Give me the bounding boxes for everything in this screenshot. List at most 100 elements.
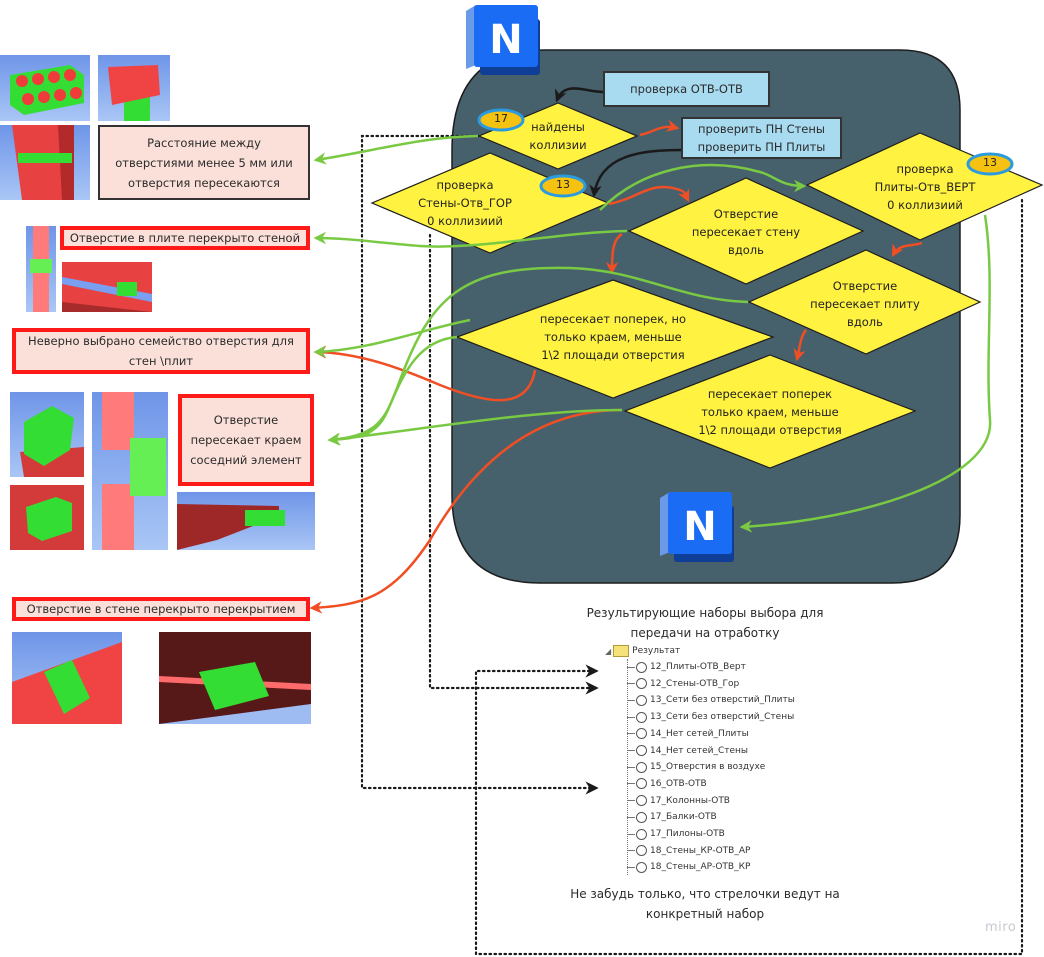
tree-connector (627, 699, 635, 701)
tree-connector (627, 783, 635, 785)
selection-set-icon (636, 728, 647, 740)
model-thumbnail-icon (177, 504, 285, 550)
model-thumbnail-icon (26, 497, 72, 541)
model-thumbnail-icon (159, 662, 311, 724)
thumbnail-beam-edge (177, 492, 315, 550)
tree-connector (627, 766, 635, 768)
model-thumbnail-icon (12, 642, 122, 724)
tree-connector (627, 850, 635, 852)
selection-set-item[interactable]: 14_Нет сетей_Плиты (627, 726, 749, 742)
note-wrong-family[interactable]: Неверно выбрано семейство отверстия для … (12, 328, 310, 374)
expand-triangle-icon[interactable]: ◢ (605, 646, 612, 656)
thumbnail-wall-slab-1 (12, 632, 122, 724)
selection-set-icon (636, 761, 647, 773)
selection-set-label: 12_Стены-ОТВ_Гор (650, 678, 740, 689)
model-thumbnail-icon (30, 226, 52, 312)
selection-set-icon (636, 845, 647, 857)
model-thumbnail-icon (102, 392, 166, 550)
selection-set-item[interactable]: 18_Стены_АР-ОТВ_КР (627, 859, 750, 875)
thumbnail-wall-slab-2 (159, 632, 311, 724)
selection-set-label: 17_Пилоны-ОТВ (650, 829, 725, 839)
selection-set-icon (636, 745, 647, 756)
arrow-found-to-distance (313, 134, 479, 165)
arrow-along-wall-to-across (605, 232, 623, 275)
arrow-across-edge-to-edge-green (327, 408, 623, 446)
arrow-slabs-to-along-slab (891, 241, 923, 258)
arrow-across-edge-to-wall-covered (309, 408, 623, 614)
tree-connector (627, 750, 635, 751)
selection-set-item[interactable]: 17_Балки-ОТВ (627, 809, 717, 825)
selection-set-item[interactable]: 15_Отверстия в воздухе (627, 759, 765, 775)
thumbnail-holes-grid (0, 55, 90, 121)
selection-set-icon (636, 778, 647, 790)
decision-slabs-vert-text[interactable]: проверка Плиты-Отв_ВЕРТ 0 коллизиий (874, 162, 976, 212)
navisworks-logo-bottom: N (660, 490, 740, 562)
badge-found (477, 108, 1014, 198)
model-thumbnail-icon (62, 277, 152, 312)
note-distance[interactable]: Расстояние между отверстиями менее 5 мм … (98, 125, 310, 200)
note-slab-covered[interactable]: Отверстие в плите перекрыто стеной (60, 226, 310, 250)
selection-set-label: 14_Нет сетей_Плиты (650, 728, 749, 739)
tree-connector (627, 683, 635, 685)
tree-connector (627, 833, 635, 835)
miro-watermark: miro (985, 920, 1017, 935)
selection-set-label: 16_ОТВ-ОТВ (650, 778, 707, 789)
tree-connector (627, 800, 635, 802)
selection-set-icon (636, 694, 647, 706)
tree-connector (627, 666, 635, 668)
selection-set-item[interactable]: 13_Сети без отверстий_Плиты (627, 692, 795, 708)
result-footer: Не забудь только, что стрелочки ведут на… (570, 887, 840, 921)
thumbnail-column-cap (98, 55, 170, 121)
badge-17: 17 (494, 112, 508, 125)
decision-along-slab-text[interactable]: Отверстие пересекает плиту вдоль (810, 279, 920, 329)
thumbnail-box-bottom (10, 485, 84, 550)
selection-set-item[interactable]: 13_Сети без отверстий_Стены (627, 709, 794, 725)
note-wall-covered[interactable]: Отверстие в стене перекрыто перекрытием (12, 597, 310, 621)
model-thumbnail-icon (20, 406, 84, 477)
process-check-pn[interactable]: проверить ПН Стены проверить ПН Плиты (681, 117, 842, 159)
arrow-along-slab-to-across (793, 329, 808, 362)
selection-set-label: 15_Отверстия в воздухе (650, 762, 766, 773)
decision-along-wall (627, 177, 865, 285)
navisworks-logo-icon: N (466, 5, 540, 75)
selection-set-item[interactable]: 14_Нет сетей_Стены (627, 743, 748, 759)
thumbnail-box-top (10, 392, 84, 477)
svg-text:N: N (683, 504, 716, 550)
selection-set-label: 14_Нет сетей_Стены (650, 745, 749, 756)
decision-along-slab (747, 249, 982, 355)
arrow-check-to-found (554, 87, 605, 103)
arrow-pn-to-walls (589, 148, 684, 198)
selection-set-item[interactable]: 12_Стены-ОТВ_Гор (627, 676, 739, 692)
selection-set-item[interactable]: 18_Стены_КР-ОТВ_АР (627, 843, 750, 859)
dotted-link-ovb (360, 134, 599, 795)
model-thumbnail-icon (108, 65, 160, 121)
tree-connector (627, 866, 635, 868)
thumbnail-column-sleeve (0, 125, 90, 200)
thumbnail-slab-edge (62, 262, 152, 312)
selection-set-item[interactable]: 12_Плиты-ОТВ_Верт (627, 659, 746, 675)
tree-connector (627, 816, 635, 818)
selection-set-label: 13_Сети без отверстий_Плиты (650, 695, 795, 706)
decision-found-text[interactable]: найдены коллизии (529, 120, 587, 152)
selection-set-icon (636, 661, 647, 673)
selection-set-item[interactable]: 17_Пилоны-ОТВ (627, 826, 725, 842)
decision-across-edge-but-text[interactable]: пересекает поперек, но только краем, мен… (539, 312, 687, 362)
arrow-across-but-to-edge (327, 335, 458, 446)
selection-set-label: 18_Стены_АР-ОТВ_КР (650, 862, 751, 873)
selection-set-item[interactable]: 16_ОТВ-ОТВ (627, 776, 707, 792)
decision-walls-hor-text[interactable]: проверка Стены-Отв_ГОР 0 коллизиий (418, 178, 512, 228)
selection-set-label: 13_Сети без отверстий_Стены (650, 712, 795, 723)
tree-root[interactable]: ◢ Результат (605, 645, 681, 657)
svg-text:N: N (489, 17, 522, 63)
arrow-found-to-pn (639, 119, 680, 137)
thumbnail-wall-gap (92, 392, 168, 550)
selection-set-item[interactable]: 17_Колонны-ОТВ (627, 793, 730, 809)
decision-across-edge-text[interactable]: пересекает поперек только краем, меньше … (698, 387, 842, 437)
selection-set-icon (636, 861, 647, 873)
decision-along-wall-text[interactable]: Отверстие пересекает стену вдоль (691, 207, 801, 257)
note-edge-neighbor[interactable]: Отверстие пересекает краем соседний элем… (178, 394, 314, 486)
arrow-along-wall-to-slab-covered (313, 229, 628, 248)
selection-set-label: 17_Балки-ОТВ (650, 812, 717, 823)
process-check-holes[interactable]: проверка ОТВ-ОТВ (603, 71, 770, 107)
arrow-across-to-family (313, 345, 537, 402)
